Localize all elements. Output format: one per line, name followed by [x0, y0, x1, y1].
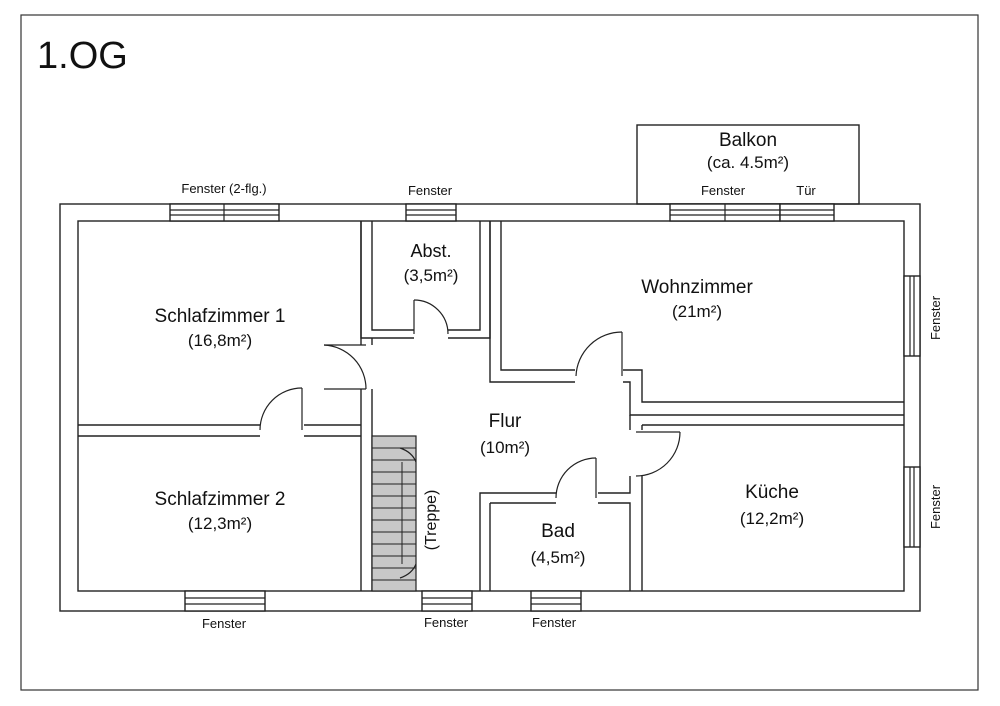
door-balcony: [779, 203, 835, 222]
windows: [169, 203, 921, 612]
room-abst-name: Abst.: [410, 241, 451, 261]
room-abst-area: (3,5m²): [404, 266, 459, 285]
window-label-right-lower: Fenster: [928, 484, 943, 529]
door-abst: [413, 299, 449, 339]
stairs-label: (Treppe): [423, 490, 440, 551]
door-schlafzimmer2: [259, 387, 304, 437]
window-bottom-left: [184, 590, 266, 612]
stairs: [371, 435, 417, 592]
door-wohnzimmer: [575, 331, 623, 384]
room-schlafzimmer2-area: (12,3m²): [188, 514, 252, 533]
outer-walls: [59, 203, 921, 612]
page-border: [20, 14, 979, 691]
room-schlafzimmer2-name: Schlafzimmer 2: [155, 489, 286, 510]
window-label-top-left: Fenster (2-flg.): [181, 181, 266, 196]
room-flur-name: Flur: [489, 411, 522, 432]
room-bad-name: Bad: [541, 521, 575, 542]
room-schlafzimmer1-area: (16,8m²): [188, 331, 252, 350]
room-kueche-name: Küche: [745, 482, 799, 503]
balcony-name: Balkon: [719, 130, 777, 151]
window-bottom-middle: [421, 590, 473, 612]
window-right-upper: [903, 275, 921, 357]
window-label-right-upper: Fenster: [928, 295, 943, 340]
door-kueche: [628, 430, 681, 477]
window-label-bottom-right: Fenster: [532, 615, 577, 630]
room-bad-area: (4,5m²): [531, 548, 586, 567]
room-labels: Schlafzimmer 1 (16,8m²) Schlafzimmer 2 (…: [155, 241, 805, 567]
window-top-left: [169, 203, 280, 222]
room-schlafzimmer1-name: Schlafzimmer 1: [155, 306, 286, 327]
doors: [259, 299, 681, 505]
window-label-bottom-middle: Fenster: [424, 615, 469, 630]
door-schlafzimmer1: [323, 344, 374, 390]
window-right-lower: [903, 466, 921, 548]
window-labels: Fenster (2-flg.) Fenster Fenster Tür Fen…: [181, 181, 943, 631]
interior-walls: [78, 221, 904, 591]
window-label-balcony: Fenster: [701, 183, 746, 198]
window-bottom-right: [530, 590, 582, 612]
floor-label: 1.OG: [37, 35, 128, 77]
balcony: Balkon (ca. 4.5m²): [636, 124, 860, 205]
window-label-top-middle: Fenster: [408, 183, 453, 198]
room-wohnzimmer-name: Wohnzimmer: [641, 277, 753, 298]
room-kueche-area: (12,2m²): [740, 509, 804, 528]
door-label-balcony: Tür: [796, 183, 816, 198]
window-top-middle: [405, 203, 457, 222]
room-flur-area: (10m²): [480, 438, 530, 457]
balcony-area: (ca. 4.5m²): [707, 153, 789, 172]
window-label-bottom-left: Fenster: [202, 616, 247, 631]
window-balcony: [669, 203, 781, 222]
door-bad: [555, 457, 598, 505]
room-wohnzimmer-area: (21m²): [672, 302, 722, 321]
